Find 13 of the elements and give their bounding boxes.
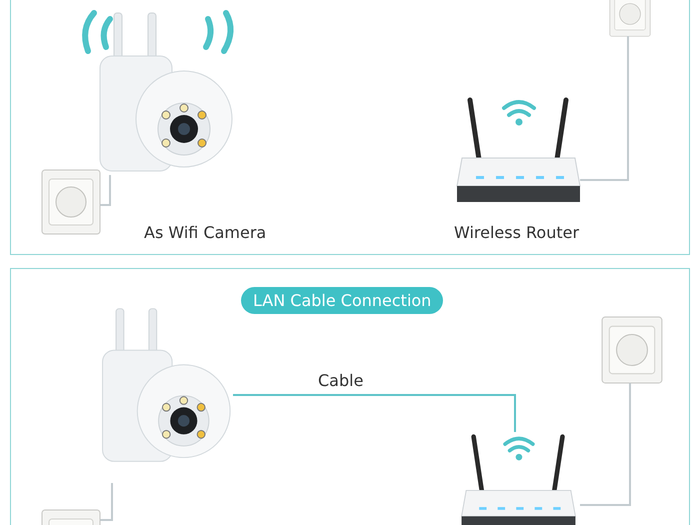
power-cord	[580, 36, 629, 181]
power-cord	[580, 383, 631, 506]
power-cord	[100, 483, 113, 521]
node-label: As Wifi Camera	[144, 223, 266, 242]
wall-socket-drawing	[599, 316, 665, 384]
section-title: LAN Cable Connection	[241, 287, 444, 314]
panel	[10, 0, 690, 255]
power-cord	[100, 175, 111, 206]
wall-socket-drawing	[41, 169, 101, 235]
node-label: Wireless Router	[454, 223, 580, 242]
router-drawing	[456, 96, 581, 204]
panel	[10, 268, 690, 525]
network-cable	[233, 394, 516, 432]
